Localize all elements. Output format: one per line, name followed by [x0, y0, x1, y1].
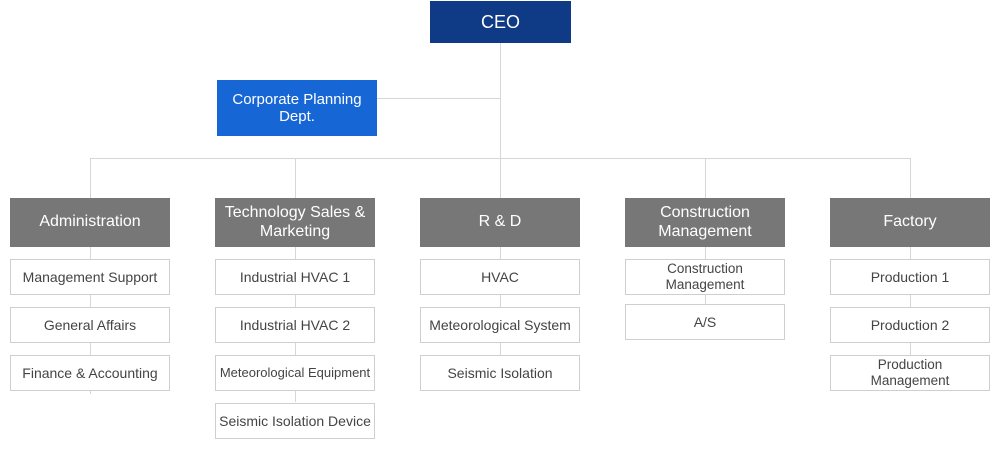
dept-construction-management: Construction Management: [625, 198, 785, 247]
dept-technology-sales-marketing: Technology Sales & Marketing: [215, 198, 375, 247]
dept-administration: Administration: [10, 198, 170, 247]
sub-column-line: [910, 247, 911, 355]
sub-production-management: Production Management: [830, 355, 990, 391]
sub-industrial-hvac-2: Industrial HVAC 2: [215, 307, 375, 343]
corporate-planning-box: Corporate Planning Dept.: [217, 80, 377, 136]
sub-after-service: A/S: [625, 304, 785, 340]
sub-general-affairs: General Affairs: [10, 307, 170, 343]
sub-finance-accounting: Finance & Accounting: [10, 355, 170, 391]
ceo-box: CEO: [430, 1, 571, 43]
planning-connector-line: [377, 98, 500, 99]
dept-drop-line: [910, 158, 911, 198]
sub-production-1: Production 1: [830, 259, 990, 295]
dept-drop-line: [295, 158, 296, 198]
dept-factory: Factory: [830, 198, 990, 247]
sub-meteorological-system: Meteorological System: [420, 307, 580, 343]
sub-seismic-isolation: Seismic Isolation: [420, 355, 580, 391]
sub-management-support: Management Support: [10, 259, 170, 295]
sub-column-line: [500, 247, 501, 355]
dept-drop-line: [90, 158, 91, 198]
sub-industrial-hvac-1: Industrial HVAC 1: [215, 259, 375, 295]
dept-drop-line: [500, 158, 501, 198]
sub-meteorological-equipment: Meteorological Equipment: [215, 355, 375, 391]
dept-drop-line: [705, 158, 706, 198]
sub-construction-management: Construction Management: [625, 259, 785, 295]
sub-production-2: Production 2: [830, 307, 990, 343]
ceo-trunk-line: [500, 43, 501, 159]
sub-seismic-isolation-device: Seismic Isolation Device: [215, 403, 375, 439]
sub-hvac: HVAC: [420, 259, 580, 295]
dept-rnd: R & D: [420, 198, 580, 247]
